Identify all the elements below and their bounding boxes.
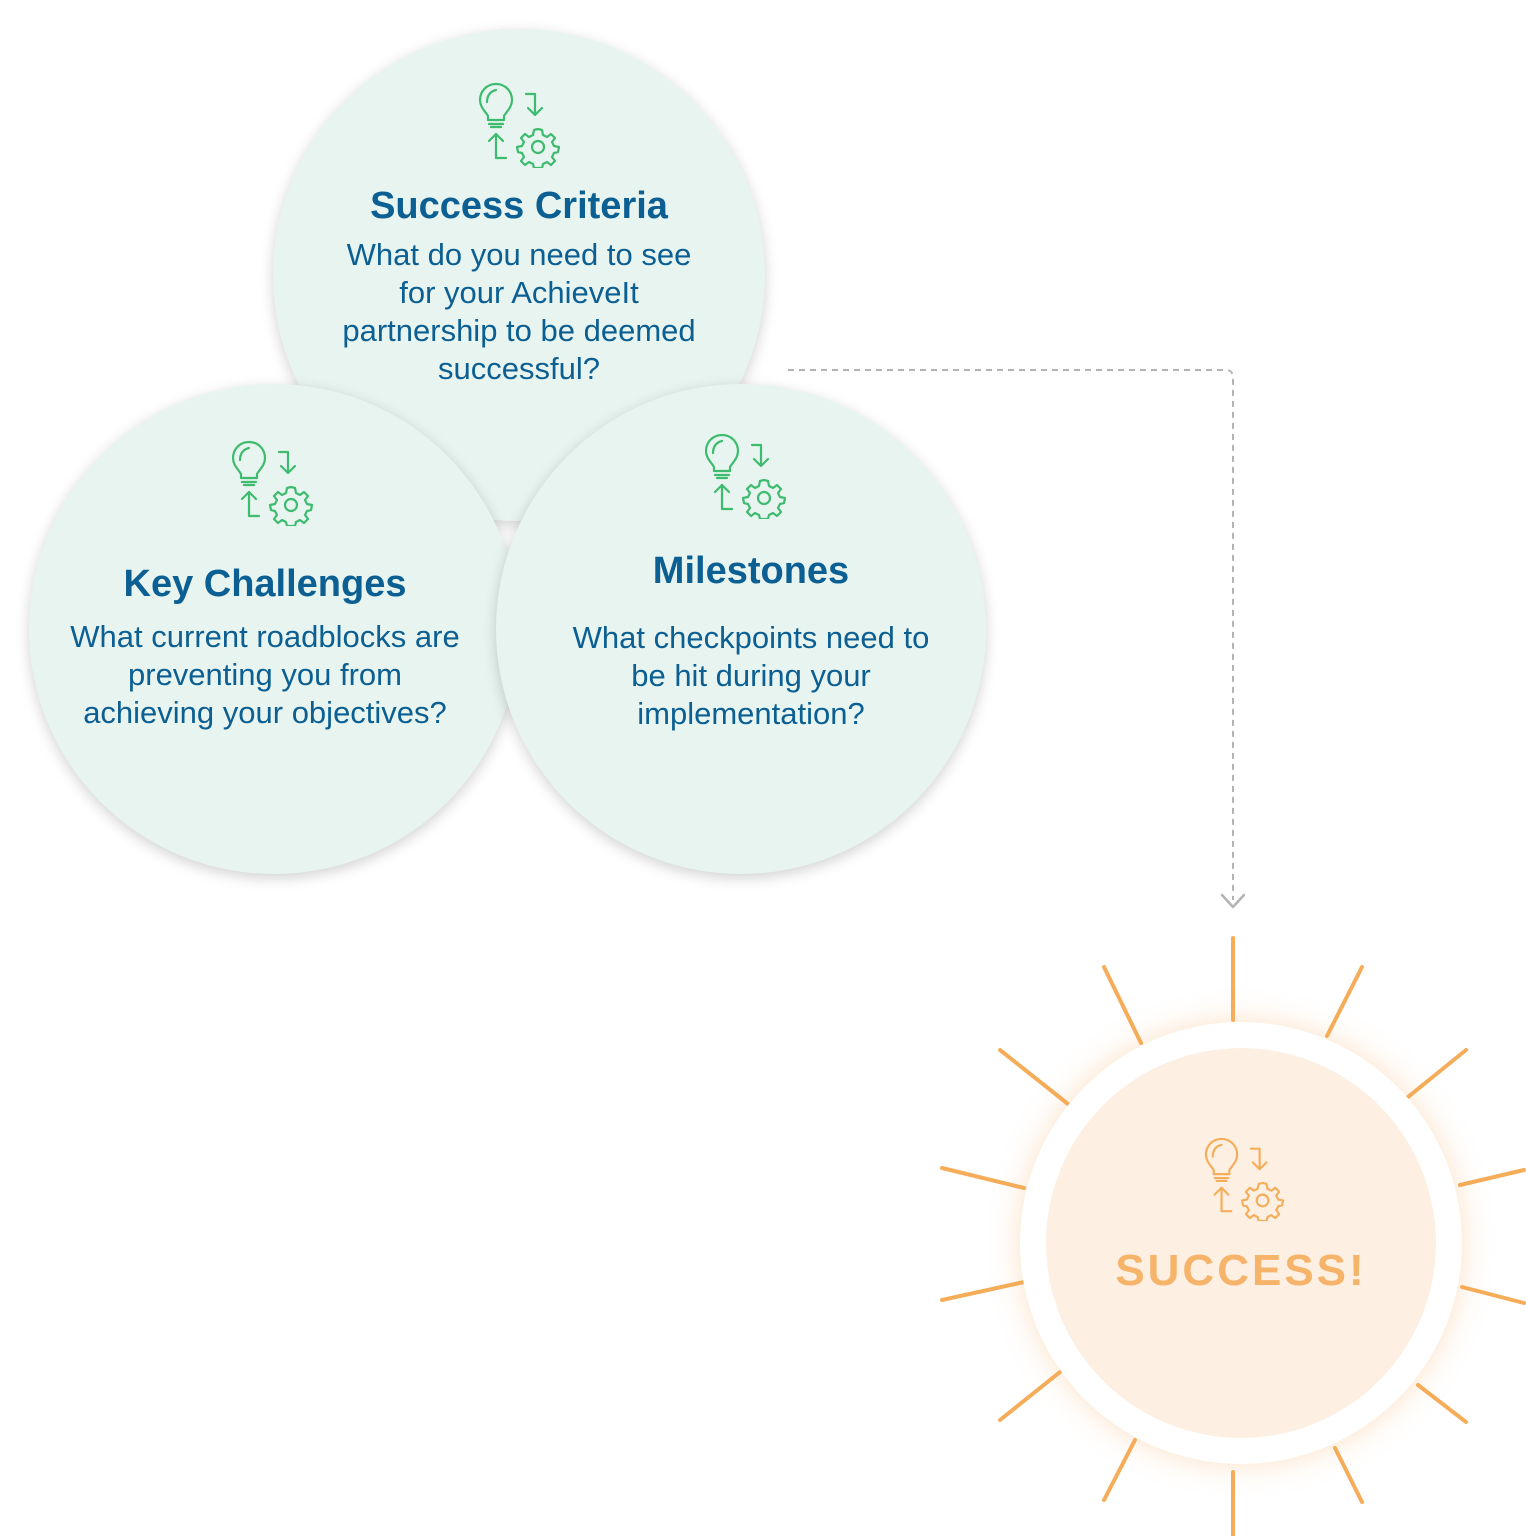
sun-ray	[1458, 1168, 1526, 1187]
idea-to-process-icon	[478, 82, 561, 168]
sun-ray	[1333, 1446, 1364, 1504]
sun-ray	[940, 1166, 1026, 1190]
idea-to-process-icon	[704, 433, 787, 519]
idea-to-process-icon	[1204, 1137, 1285, 1221]
milestones-content: Milestones What checkpoints need to be h…	[546, 549, 956, 733]
sun-ray	[1460, 1285, 1526, 1305]
milestones-title: Milestones	[652, 550, 850, 592]
milestones-question: What checkpoints need to be hit during y…	[572, 620, 930, 731]
key-challenges-title: Key Challenges	[123, 563, 407, 605]
success-criteria-question: What do you need to see for your Achieve…	[342, 237, 696, 386]
key-challenges-question: What current roadblocks are preventing y…	[70, 619, 460, 730]
success-criteria-content: Success Criteria What do you need to see…	[323, 184, 715, 388]
sun-ray	[1325, 965, 1364, 1038]
sun-ray	[1416, 1383, 1468, 1424]
key-challenges-content: Key Challenges What current roadblocks a…	[59, 562, 471, 732]
sun-ray	[998, 1370, 1062, 1422]
sun-ray	[940, 1280, 1026, 1302]
success-criteria-title: Success Criteria	[370, 185, 668, 227]
sun-ray	[998, 1048, 1070, 1106]
idea-to-process-icon	[231, 440, 314, 526]
sun-ray	[1102, 1438, 1137, 1502]
sun-ray	[1102, 965, 1143, 1045]
dashed-connector-line	[788, 369, 1234, 900]
success-circle	[1046, 1048, 1436, 1438]
connector-arrowhead-icon	[1220, 893, 1246, 909]
sun-ray	[1406, 1048, 1468, 1099]
key-challenges-circle	[29, 384, 519, 874]
milestones-circle	[496, 384, 986, 874]
success-label: SUCCESS!	[1115, 1246, 1367, 1295]
